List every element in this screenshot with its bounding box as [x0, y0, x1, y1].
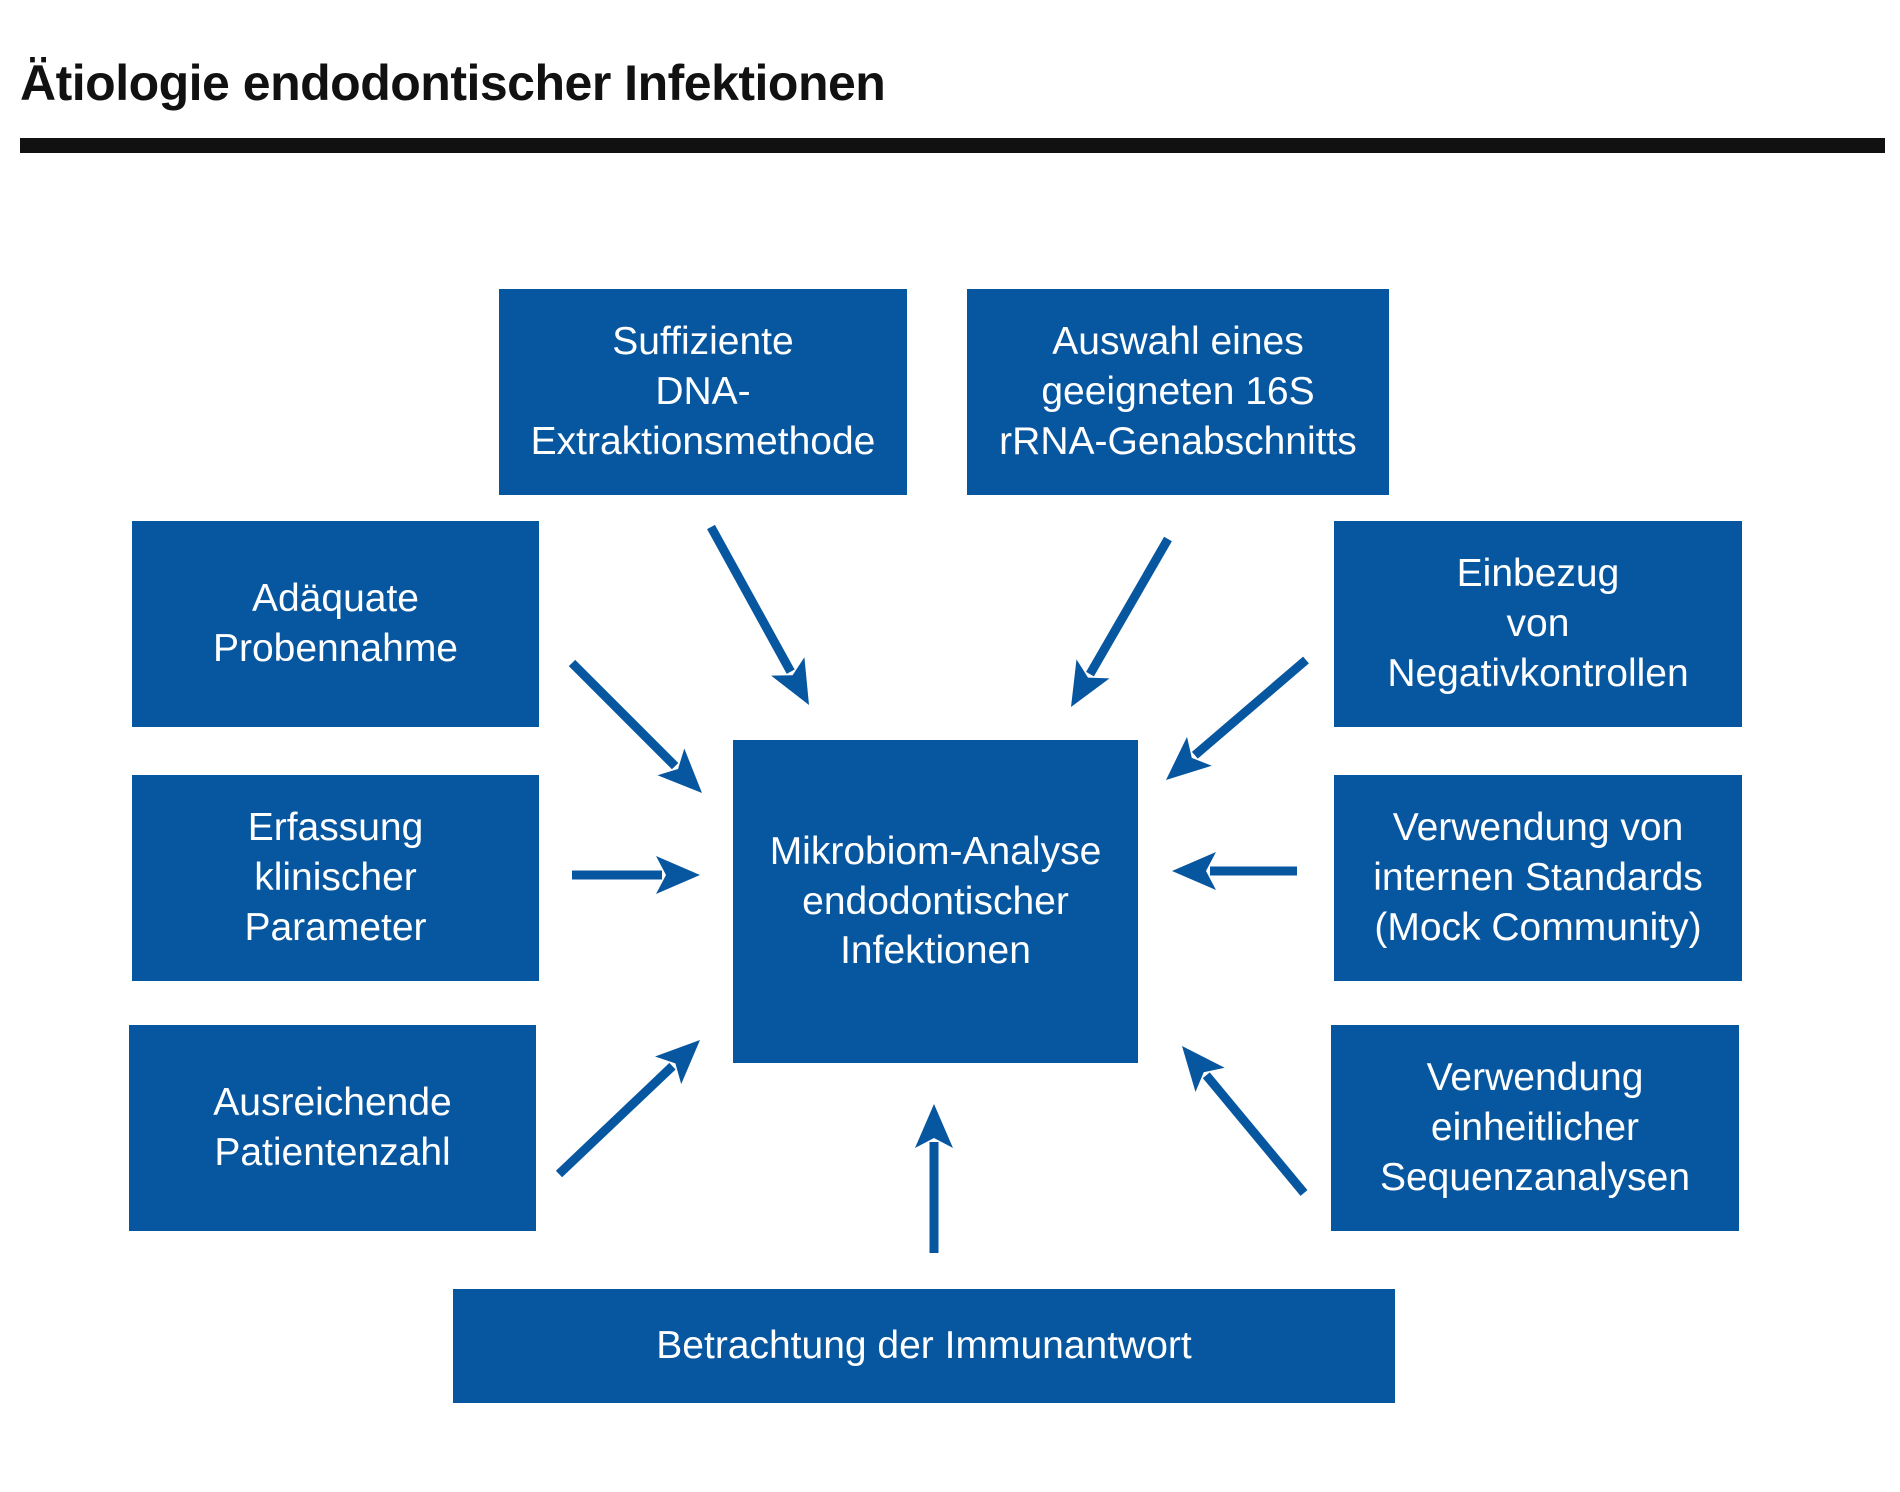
title-rule: [20, 138, 1885, 153]
arrow-negative-controls-to-center: [1166, 656, 1309, 780]
node-text-line: DNA-: [655, 370, 751, 414]
arrow-dna-extraction-to-center: [707, 524, 809, 705]
arrow-head: [1172, 852, 1216, 890]
node-text-line: Verwendung von: [1392, 806, 1684, 850]
node-internal-standards: Verwendung von internen Standards (Mock Co…: [1334, 775, 1742, 981]
node-text-line: Mikrobiom-Analyse: [769, 829, 1102, 873]
node-text: Betrachtung der Immunantwort: [656, 1321, 1191, 1371]
node-text-line: Patientenzahl: [214, 1131, 451, 1174]
node-text-line: Adäquate: [251, 577, 419, 621]
arrow-shaft: [1202, 1072, 1308, 1196]
arrow-shaft: [568, 659, 679, 770]
node-text-line: Erfassung: [247, 806, 424, 850]
arrow-head: [1166, 736, 1212, 780]
node-text-line: einheitlicher: [1430, 1106, 1640, 1150]
arrow-internal-standards-to-center: [1172, 852, 1297, 890]
arrow-shaft: [1191, 656, 1309, 759]
arrow-shaft: [1086, 536, 1172, 677]
arrow-patient-count-to-center: [555, 1040, 700, 1178]
node-text-line: Ausreichende: [213, 1081, 452, 1125]
node-text-line: Parameter: [244, 905, 427, 949]
arrow-head: [915, 1104, 953, 1148]
arrow-shaft: [707, 524, 795, 674]
node-immune-response: Betrachtung der Immunantwort: [453, 1289, 1395, 1403]
node-text-line: Betrachtung der Immunantwort: [656, 1324, 1192, 1368]
page-title: Ätiologie endodontischer Infektionen: [20, 55, 886, 111]
node-text: Auswahl eines geeigneten 16S rRNA-Genabsch…: [999, 317, 1357, 467]
node-text-line: Negativkontrollen: [1387, 651, 1689, 695]
node-text-line: Extraktionsmethode: [530, 419, 876, 463]
node-text-line: endodontischer: [802, 879, 1069, 923]
arrow-head: [655, 1040, 700, 1085]
node-text-line: Auswahl eines: [1052, 320, 1304, 364]
node-text-line: geeigneten 16S: [1041, 370, 1315, 414]
node-text-line: Sequenzanalysen: [1379, 1155, 1691, 1199]
node-text-line: internen Standards: [1373, 856, 1703, 900]
arrow-head: [1182, 1046, 1225, 1092]
arrow-head: [771, 657, 809, 705]
arrow-immune-response-to-center: [915, 1104, 953, 1253]
arrow-clinical-parameters-to-center: [572, 856, 700, 894]
node-text-line: rRNA-Genabschnitts: [999, 419, 1357, 463]
arrow-head: [656, 856, 700, 894]
node-text-line: (Mock Community): [1374, 905, 1702, 949]
arrow-head: [657, 748, 702, 793]
node-text-line: Verwendung: [1426, 1056, 1644, 1100]
node-text-line: klinischer: [254, 856, 417, 900]
arrow-head: [1071, 659, 1110, 707]
node-text: Verwendung von internen Standards (Mock Co…: [1373, 803, 1703, 953]
arrow-16s-rrna-to-center: [1071, 536, 1172, 707]
arrow-sampling-to-center: [568, 659, 702, 793]
node-text-line: Suffiziente: [612, 320, 794, 364]
arrow-shaft: [555, 1062, 676, 1178]
node-text-line: Infektionen: [840, 929, 1031, 973]
arrow-sequence-analyses-to-center: [1182, 1046, 1308, 1196]
node-16s-rrna: Auswahl eines geeigneten 16S rRNA-Genabsch…: [967, 289, 1389, 495]
node-text-line: Einbezug: [1456, 552, 1620, 596]
node-text-line: Probennahme: [212, 627, 458, 670]
node-text-line: von: [1506, 602, 1570, 646]
